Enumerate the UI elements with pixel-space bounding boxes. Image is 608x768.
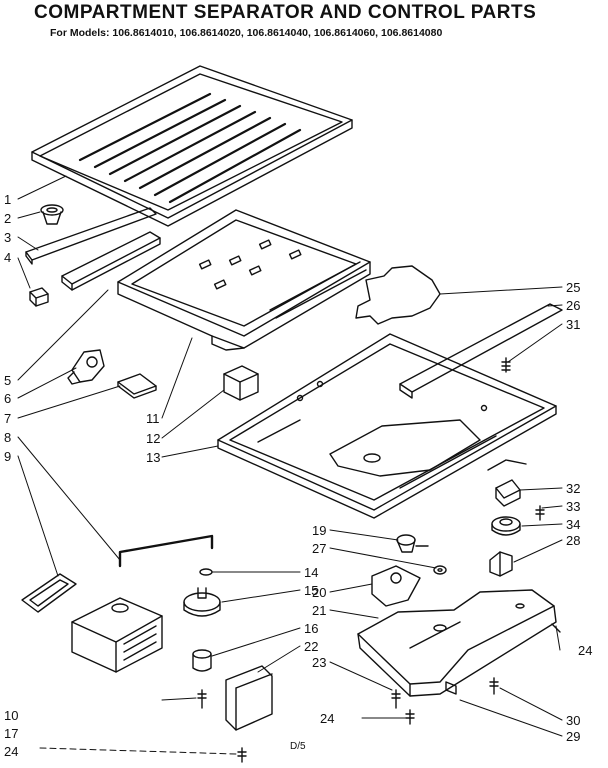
- part-small-bracket: [117, 373, 157, 399]
- label-part-13: 13: [146, 450, 160, 465]
- part-damper-control: [67, 349, 105, 385]
- page-code: D/5: [290, 741, 306, 752]
- part-wire: [118, 534, 214, 568]
- part-thermostat: [371, 565, 421, 607]
- part-gasket-frame: [21, 573, 77, 613]
- label-part-34: 34: [566, 517, 580, 532]
- part-labels: 1 2 3 4 5 6 7 8 9 10 17 24 11 12 13 14 1…: [4, 192, 592, 759]
- part-separator-tray: [117, 209, 371, 351]
- part-e-ring: [199, 568, 213, 576]
- label-part-31: 31: [566, 317, 580, 332]
- part-light-socket: [489, 551, 513, 577]
- part-control-housing: [357, 589, 557, 697]
- label-part-15: 15: [304, 583, 318, 598]
- label-part-8: 8: [4, 430, 11, 445]
- part-knob: [40, 204, 64, 225]
- part-screw-33: [535, 505, 545, 521]
- part-fitting: [396, 534, 429, 553]
- part-switch: [487, 459, 527, 507]
- label-part-2: 2: [4, 211, 11, 226]
- diagram-title: COMPARTMENT SEPARATOR AND CONTROL PARTS: [34, 2, 537, 23]
- part-washer: [433, 565, 447, 575]
- label-part-28: 28: [566, 533, 580, 548]
- label-part-23: 23: [312, 655, 326, 670]
- part-mount-bracket: [225, 665, 273, 731]
- leader-lines: [17, 175, 563, 755]
- part-screw-31: [501, 357, 511, 373]
- label-part-26: 26: [566, 298, 580, 313]
- model-numbers: For Models: 106.8614010, 106.8614020, 10…: [50, 27, 443, 39]
- part-gasket: [355, 265, 441, 325]
- part-screws: [197, 623, 561, 763]
- part-strip: [25, 207, 157, 265]
- part-control-knob: [491, 516, 521, 536]
- label-part-11: 11: [146, 411, 160, 426]
- label-part-6: 6: [4, 391, 11, 406]
- label-part-32: 32: [566, 481, 580, 496]
- label-part-14: 14: [304, 565, 318, 580]
- label-part-4: 4: [4, 250, 11, 265]
- label-part-10: 10: [4, 708, 18, 723]
- part-front-channel: [61, 231, 161, 291]
- part-long-strip: [399, 303, 563, 399]
- part-bottom-panel: [217, 333, 557, 519]
- label-part-22: 22: [304, 639, 318, 654]
- label-part-25: 25: [566, 280, 580, 295]
- label-part-3: 3: [4, 230, 11, 245]
- part-separator-cover: [31, 65, 353, 227]
- label-part-24-bottom: 24: [4, 744, 18, 759]
- part-bushing: [192, 649, 212, 672]
- label-part-21: 21: [312, 603, 326, 618]
- label-part-16: 16: [304, 621, 318, 636]
- label-part-33: 33: [566, 499, 580, 514]
- label-part-20: 20: [312, 585, 326, 600]
- label-part-27: 27: [312, 541, 326, 556]
- label-part-7: 7: [4, 411, 11, 426]
- label-part-1: 1: [4, 192, 11, 207]
- part-control-box: [71, 597, 163, 673]
- part-foam-block: [223, 365, 259, 401]
- label-part-24-middle: 24: [320, 711, 334, 726]
- part-control-dial: [183, 587, 221, 617]
- label-part-17: 17: [4, 726, 18, 741]
- label-part-19: 19: [312, 523, 326, 538]
- label-part-12: 12: [146, 431, 160, 446]
- label-part-24-right: 24: [578, 643, 592, 658]
- label-part-9: 9: [4, 449, 11, 464]
- part-small-block: [29, 287, 49, 307]
- label-part-5: 5: [4, 373, 11, 388]
- label-part-30: 30: [566, 713, 580, 728]
- label-part-29: 29: [566, 729, 580, 744]
